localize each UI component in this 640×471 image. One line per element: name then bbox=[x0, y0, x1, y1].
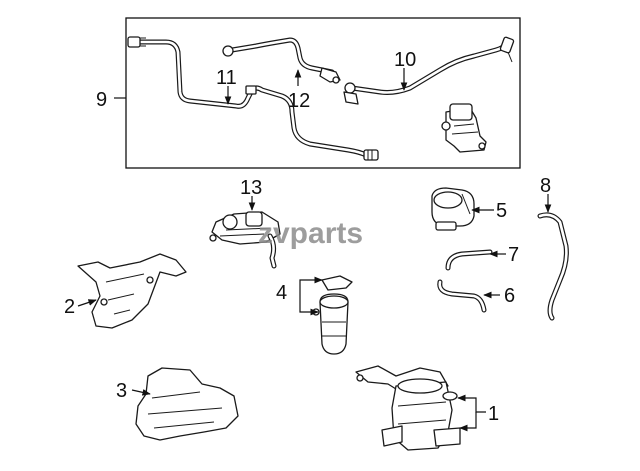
callout-4: 4 bbox=[276, 282, 287, 304]
callout-11: 11 bbox=[216, 67, 237, 89]
callout-13: 13 bbox=[240, 177, 262, 199]
callout-10: 10 bbox=[394, 49, 416, 71]
canister-part-1 bbox=[355, 365, 461, 451]
callout-8: 8 bbox=[540, 175, 551, 197]
callout-1: 1 bbox=[488, 403, 499, 425]
leader-lines bbox=[77, 68, 552, 432]
watermark: zvparts bbox=[258, 217, 363, 250]
tube-part-12 bbox=[222, 37, 341, 84]
hose-part-8 bbox=[537, 212, 569, 321]
hose-part-6 bbox=[437, 279, 487, 313]
callout-12: 12 bbox=[288, 90, 310, 112]
callout-5: 5 bbox=[496, 200, 507, 222]
hose-part-7 bbox=[445, 249, 493, 271]
valve-part-5 bbox=[431, 187, 475, 231]
sensor-part-13 bbox=[209, 211, 281, 269]
callout-7: 7 bbox=[508, 244, 519, 266]
bracket-part-2 bbox=[77, 253, 187, 329]
tube-part-11 bbox=[127, 36, 379, 161]
callout-9: 9 bbox=[96, 89, 107, 111]
pump-part-4 bbox=[312, 275, 353, 355]
shield-part-3 bbox=[135, 367, 239, 441]
callout-2: 2 bbox=[64, 296, 75, 318]
callout-3: 3 bbox=[116, 380, 127, 402]
vsv-bracket bbox=[441, 103, 487, 153]
tube-part-10 bbox=[343, 36, 515, 105]
callout-6: 6 bbox=[504, 285, 515, 307]
group-box-9 bbox=[125, 17, 521, 169]
